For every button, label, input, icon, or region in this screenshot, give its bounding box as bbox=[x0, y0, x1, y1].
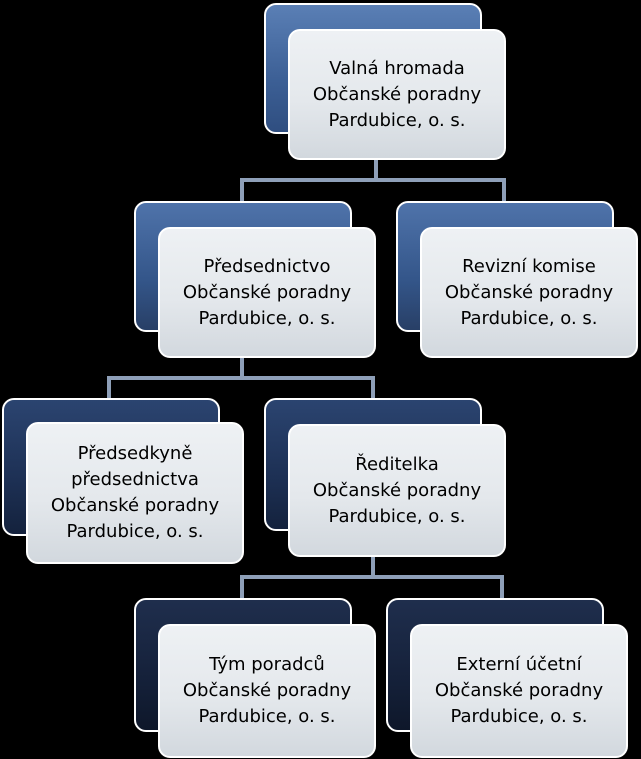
node-box-tym-poradcu: Tým poradců Občanské poradny Pardubice, … bbox=[158, 624, 376, 758]
connector-top-vertical bbox=[374, 160, 378, 181]
node-label-revizni-komise: Revizní komise Občanské poradny Pardubic… bbox=[445, 254, 613, 332]
node-line: Valná hromada bbox=[329, 57, 465, 79]
node-line: Revizní komise bbox=[462, 255, 596, 277]
node-line: Pardubice, o. s. bbox=[328, 109, 466, 131]
node-predsednictvo: Předsednictvo Občanské poradny Pardubice… bbox=[134, 201, 376, 358]
node-label-predsedkyne: Předsedkyně předsednictva Občanské porad… bbox=[51, 441, 219, 545]
connector-low-horizontal bbox=[240, 575, 504, 579]
connector-top-right-drop bbox=[502, 178, 506, 204]
node-box-valna-hromada: Valná hromada Občanské poradny Pardubice… bbox=[288, 29, 506, 160]
node-label-predsednictvo: Předsednictvo Občanské poradny Pardubice… bbox=[183, 254, 351, 332]
node-line: Občanské poradny bbox=[312, 479, 482, 501]
node-tym-poradcu: Tým poradců Občanské poradny Pardubice, … bbox=[134, 598, 376, 758]
node-line: Pardubice, o. s. bbox=[328, 505, 466, 527]
node-box-predsednictvo: Předsednictvo Občanské poradny Pardubice… bbox=[158, 227, 376, 358]
node-line: Tým poradců bbox=[209, 654, 325, 675]
node-box-predsedkyne: Předsedkyně předsednictva Občanské porad… bbox=[26, 422, 244, 564]
connector-mid-horizontal bbox=[107, 376, 375, 380]
node-line: Pardubice, o. s. bbox=[460, 307, 598, 329]
node-box-reditelka: Ředitelka Občanské poradny Pardubice, o.… bbox=[288, 424, 506, 557]
node-line: Externí účetní bbox=[456, 654, 582, 675]
node-line: Občanské poradny bbox=[312, 83, 482, 105]
node-line: předsednictva bbox=[71, 469, 199, 490]
connector-low-left-drop bbox=[240, 575, 244, 600]
node-line: Předsednictvo bbox=[203, 255, 331, 277]
node-revizni-komise: Revizní komise Občanské poradny Pardubic… bbox=[396, 201, 638, 358]
connector-mid-right-drop bbox=[371, 376, 375, 400]
node-predsedkyne: Předsedkyně předsednictva Občanské porad… bbox=[2, 398, 244, 564]
node-line: Ředitelka bbox=[355, 453, 439, 475]
connector-low-right-drop bbox=[500, 575, 504, 600]
connector-mid-vertical bbox=[240, 357, 244, 379]
node-line: Pardubice, o. s. bbox=[66, 521, 204, 542]
node-box-externi-ucetni: Externí účetní Občanské poradny Pardubic… bbox=[410, 624, 628, 758]
node-line: Občanské poradny bbox=[434, 680, 604, 701]
node-line: Občanské poradny bbox=[50, 495, 220, 516]
node-line: Pardubice, o. s. bbox=[450, 706, 588, 727]
node-reditelka: Ředitelka Občanské poradny Pardubice, o.… bbox=[264, 398, 506, 557]
node-box-revizni-komise: Revizní komise Občanské poradny Pardubic… bbox=[420, 227, 638, 358]
node-label-valna-hromada: Valná hromada Občanské poradny Pardubice… bbox=[313, 56, 481, 134]
node-externi-ucetni: Externí účetní Občanské poradny Pardubic… bbox=[386, 598, 628, 758]
node-line: Občanské poradny bbox=[182, 680, 352, 701]
node-line: Pardubice, o. s. bbox=[198, 307, 336, 329]
node-label-tym-poradcu: Tým poradců Občanské poradny Pardubice, … bbox=[183, 652, 351, 730]
node-label-reditelka: Ředitelka Občanské poradny Pardubice, o.… bbox=[313, 452, 481, 530]
connector-top-horizontal bbox=[240, 178, 506, 182]
node-line: Občanské poradny bbox=[182, 281, 352, 303]
connector-top-left-drop bbox=[240, 178, 244, 204]
node-line: Předsedkyně bbox=[77, 443, 193, 464]
node-valna-hromada: Valná hromada Občanské poradny Pardubice… bbox=[264, 3, 506, 160]
node-label-externi-ucetni: Externí účetní Občanské poradny Pardubic… bbox=[435, 652, 603, 730]
node-line: Pardubice, o. s. bbox=[198, 706, 336, 727]
node-line: Občanské poradny bbox=[444, 281, 614, 303]
connector-low-vertical bbox=[371, 556, 375, 578]
connector-mid-left-drop bbox=[107, 376, 111, 400]
